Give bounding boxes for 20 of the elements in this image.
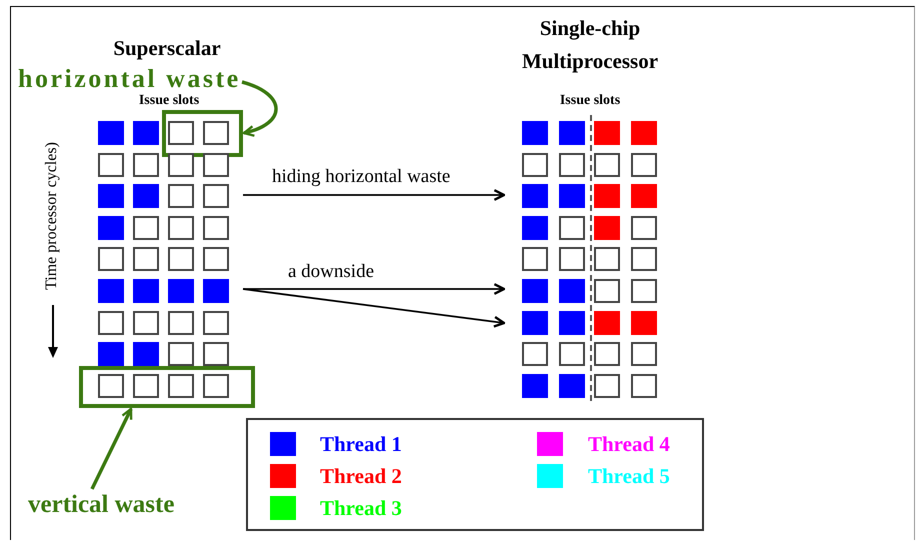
legend-label: Thread 5	[588, 463, 670, 490]
edge-label: hiding horizontal waste	[272, 166, 450, 188]
panel-heading: Single-chip Multiprocessor	[520, 15, 660, 75]
arrow	[243, 189, 506, 201]
highlight-frame	[162, 110, 243, 157]
legend-label: Thread 2	[320, 463, 402, 490]
arrow	[241, 80, 278, 136]
axis-label: Time processor cycles)	[43, 141, 61, 292]
column-heading: Issue slots	[558, 92, 622, 110]
arrow	[90, 408, 133, 490]
legend-label: Thread 4	[588, 431, 670, 458]
arrow	[243, 283, 506, 295]
legend-label: Thread 3	[320, 495, 402, 522]
highlight-frame	[79, 366, 255, 408]
annotation-text: horizontal waste	[18, 64, 241, 94]
arrow	[242, 288, 506, 328]
annotation-text: vertical waste	[28, 490, 174, 520]
legend-label: Thread 1	[320, 431, 402, 458]
column-heading: Issue slots	[138, 92, 200, 110]
panel-heading: Superscalar	[112, 35, 222, 62]
